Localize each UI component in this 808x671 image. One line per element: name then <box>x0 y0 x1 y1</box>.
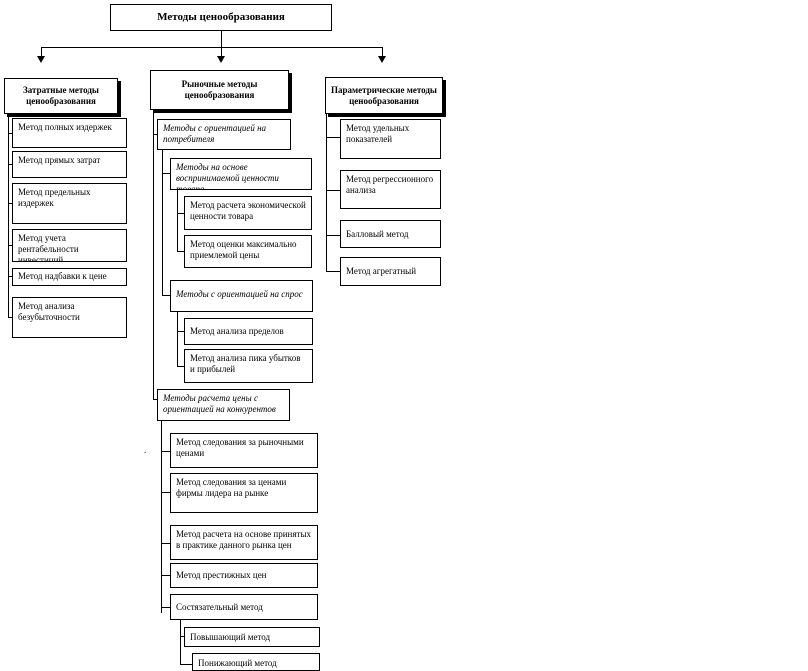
connector <box>161 607 170 608</box>
connector <box>221 47 222 57</box>
competitor-method-item: Метод престижных цен <box>170 563 318 588</box>
arrow-down-icon <box>378 56 386 63</box>
connector <box>382 47 383 57</box>
cost-method-item: Метод прямых затрат <box>12 151 127 178</box>
connector <box>177 331 184 332</box>
connector <box>162 150 163 296</box>
connector <box>177 213 184 214</box>
cost-method-item: Метод предельных издержек <box>12 183 127 224</box>
competitor-oriented-methods: Методы расчета цены с ориентацией на кон… <box>157 389 290 421</box>
parametric-method-item: Балловый метод <box>340 220 441 248</box>
parametric-methods-header: Параметрические методы ценообразования <box>325 77 443 114</box>
connector <box>180 636 184 637</box>
connector <box>326 137 340 138</box>
connector <box>153 399 157 400</box>
competitor-method-item: Состязательный метод <box>170 594 318 620</box>
cost-method-item: Метод учета рентабельности инвестиций <box>12 229 127 262</box>
connector <box>326 190 340 191</box>
connector <box>162 295 170 296</box>
competitor-method-item: Метод следования за ценами фирмы лидера … <box>170 473 318 513</box>
demand-method-item: Метод анализа пика убытков и прибылей <box>184 349 313 383</box>
connector <box>8 317 12 318</box>
connector <box>326 114 327 272</box>
connector <box>161 543 170 544</box>
market-methods-header: Рыночные методы ценообразования <box>150 70 289 110</box>
cost-method-item: Метод надбавки к цене <box>12 268 127 286</box>
connector <box>177 251 184 252</box>
connector <box>161 421 162 613</box>
competitor-method-item: Метод следования за рыночными ценами <box>170 433 318 468</box>
connector <box>161 575 170 576</box>
cost-methods-header: Затратные методы ценообразования <box>4 78 118 114</box>
connector <box>221 30 222 47</box>
connector <box>153 110 154 400</box>
connector <box>177 312 178 367</box>
connector <box>326 235 340 236</box>
parametric-method-item: Метод удельных показателей <box>340 119 441 159</box>
arrow-down-icon <box>37 56 45 63</box>
connector <box>8 245 12 246</box>
demand-oriented-methods: Методы с ориентацией на спрос <box>170 280 313 312</box>
connector <box>177 366 184 367</box>
connector <box>153 134 157 135</box>
competitor-method-item: Метод расчета на основе принятых в практ… <box>170 525 318 560</box>
demand-method-item: Метод анализа пределов <box>184 318 313 345</box>
connector <box>326 271 340 272</box>
connector <box>8 114 9 318</box>
value-based-methods: Методы на основе воспринимаемой ценности… <box>170 158 312 190</box>
connector <box>8 133 12 134</box>
connector <box>41 47 383 48</box>
stray-mark: . <box>144 445 147 455</box>
connector <box>8 203 12 204</box>
value-based-method-item: Метод расчета экономической ценности тов… <box>184 196 312 230</box>
cost-method-item: Метод анализа безубыточности <box>12 297 127 338</box>
consumer-oriented-methods: Методы с ориентацией на потребителя <box>157 119 291 150</box>
connector <box>8 164 12 165</box>
connector <box>177 190 178 252</box>
diagram-title: Методы ценообразования <box>110 4 332 31</box>
connector <box>180 620 181 665</box>
connector <box>161 451 170 452</box>
parametric-method-item: Метод агрегатный <box>340 257 441 286</box>
arrow-down-icon <box>217 56 225 63</box>
connector <box>180 664 192 665</box>
value-based-method-item: Метод оценки максимально приемлемой цены <box>184 235 312 268</box>
competitive-sub-method-item: Понижающий метод <box>192 653 320 671</box>
parametric-method-item: Метод регрессионного анализа <box>340 170 441 209</box>
connector <box>8 276 12 277</box>
competitive-sub-method-item: Повышающий метод <box>184 627 320 647</box>
connector <box>161 492 170 493</box>
cost-method-item: Метод полных издержек <box>12 118 127 148</box>
connector <box>162 173 170 174</box>
connector <box>41 47 42 57</box>
